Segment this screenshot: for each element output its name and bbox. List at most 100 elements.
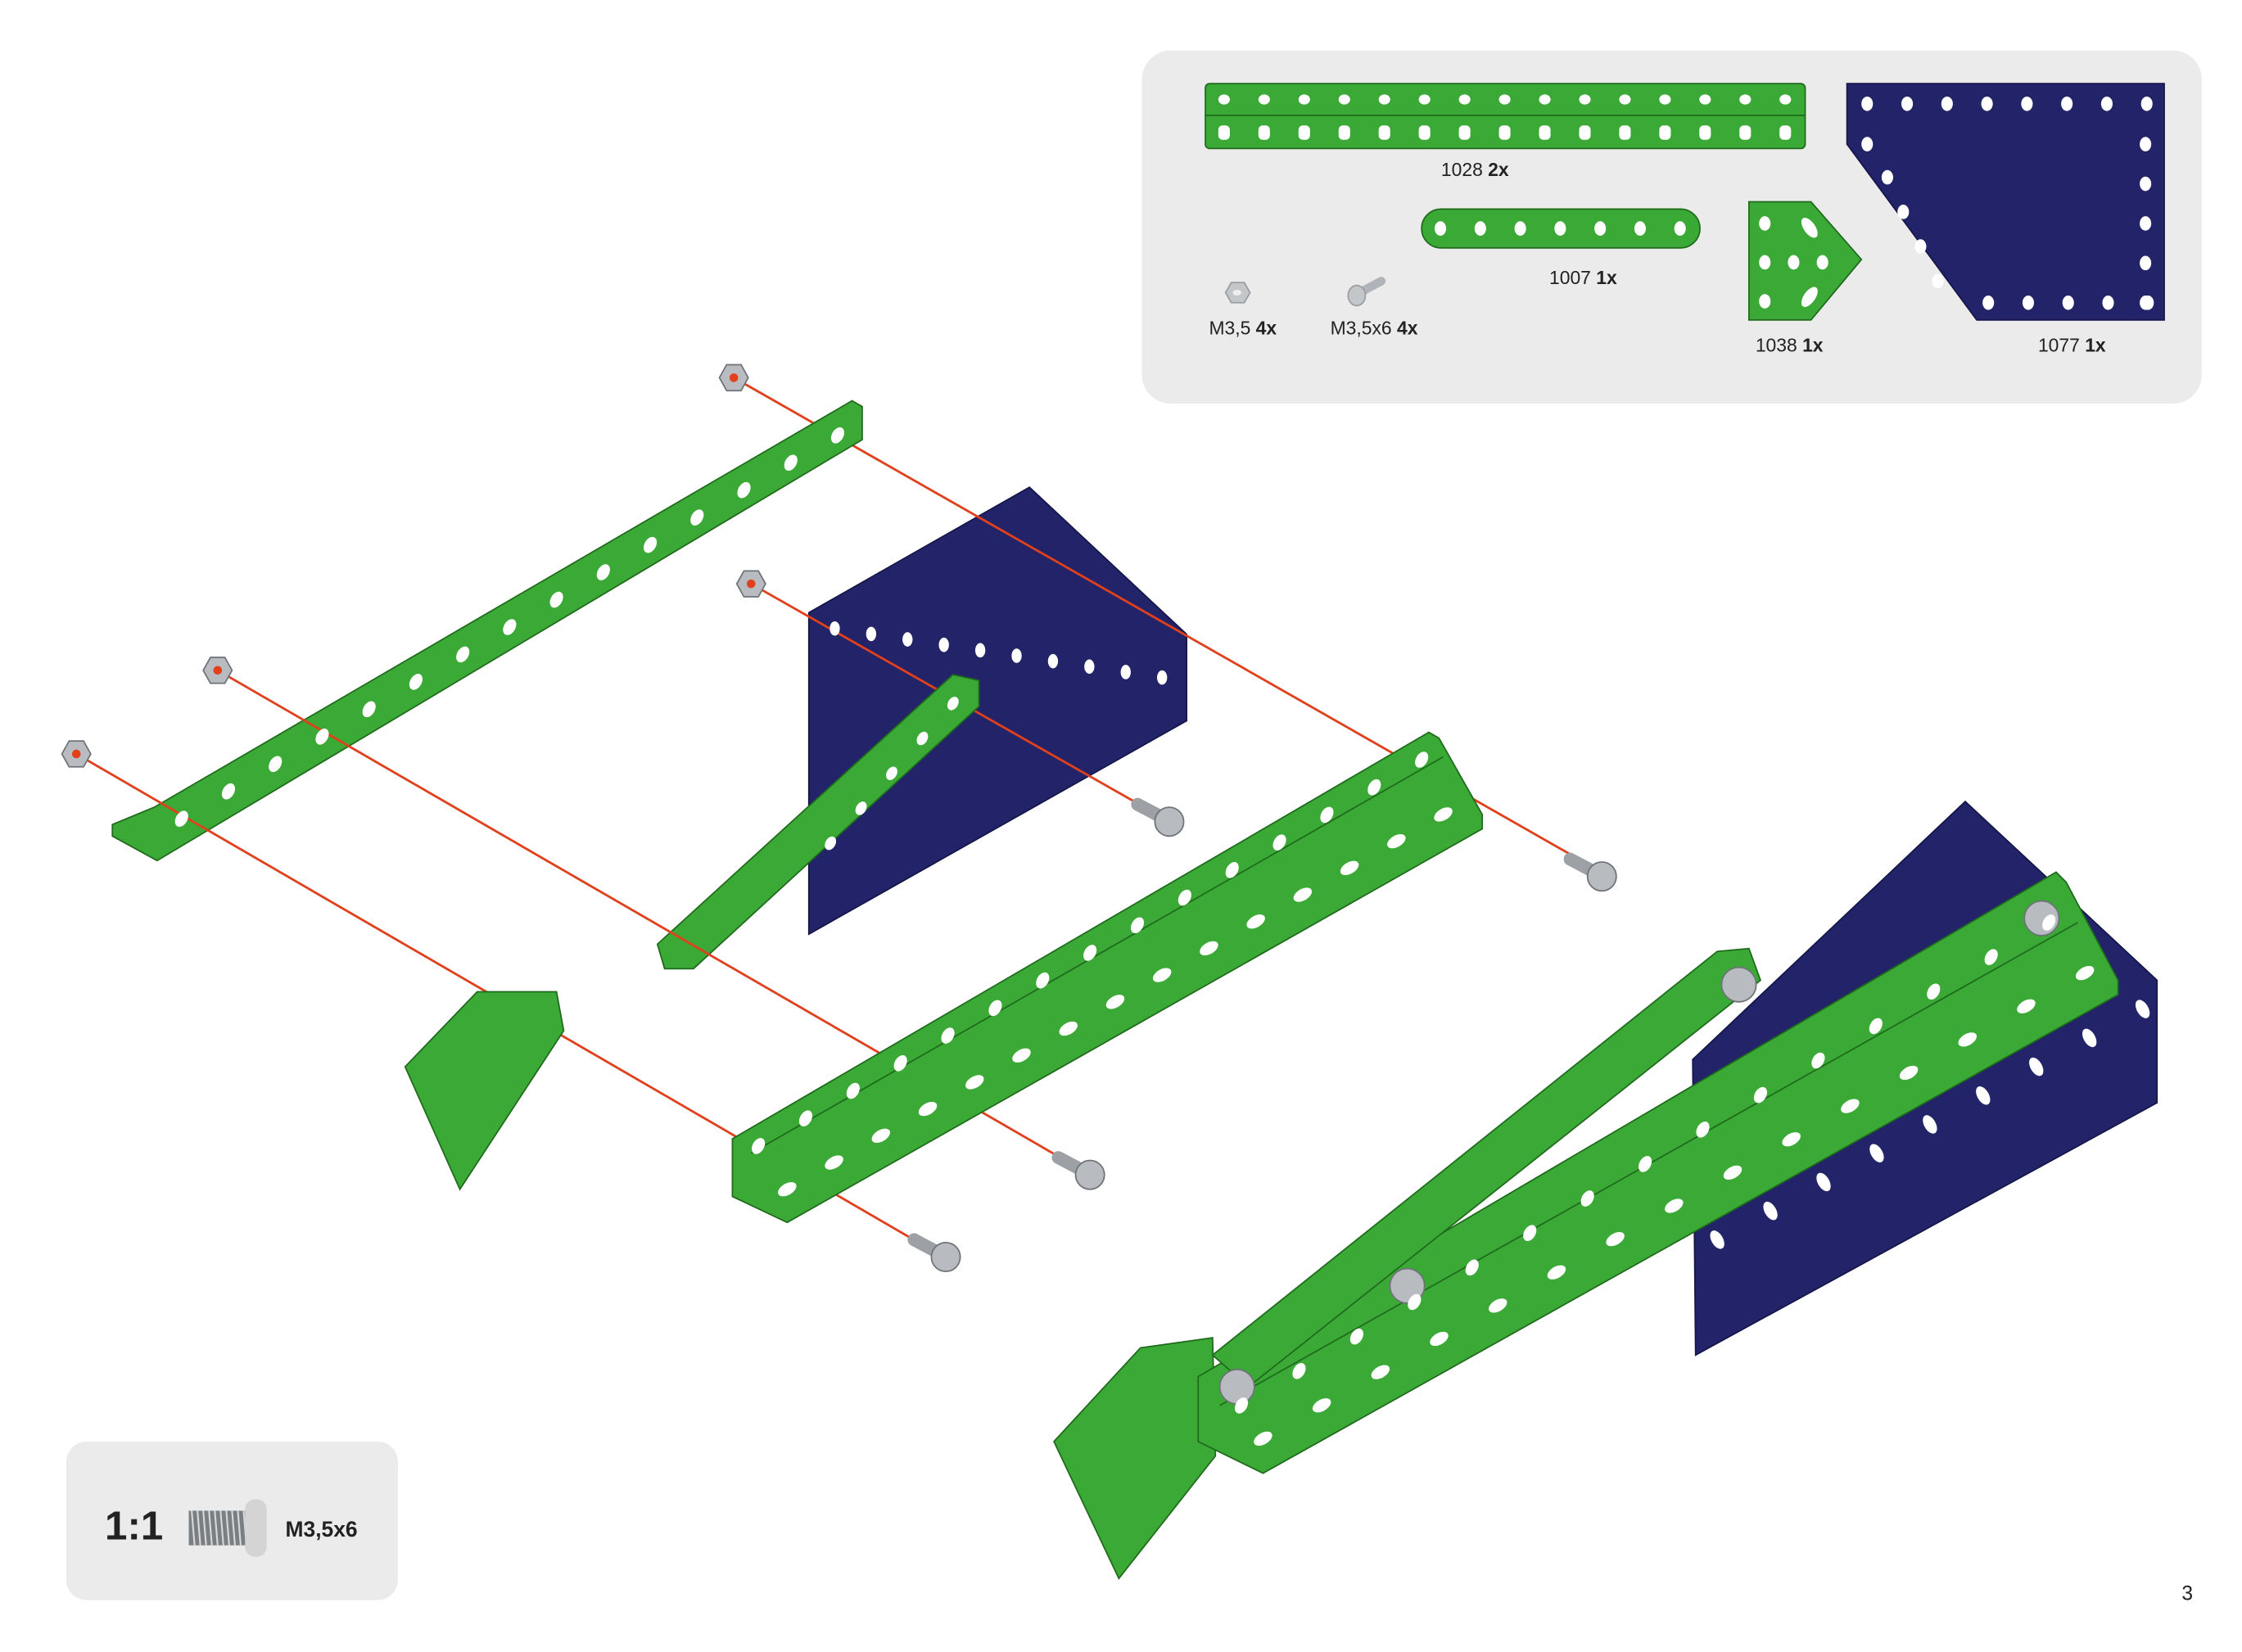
hole [1976, 1086, 1991, 1105]
hole [221, 783, 236, 800]
hole [893, 1054, 907, 1072]
hole [549, 591, 563, 608]
hole [2140, 176, 2152, 192]
hole [752, 1138, 766, 1154]
hole [846, 1082, 860, 1099]
hole [409, 674, 423, 690]
hole [1753, 1086, 1768, 1104]
hole [1488, 1298, 1507, 1313]
hole [1523, 1225, 1537, 1242]
hole [1739, 125, 1752, 140]
hole [1606, 1231, 1625, 1247]
hole [2021, 96, 2033, 111]
hole [1218, 94, 1230, 105]
hole [916, 731, 929, 746]
hole [1415, 752, 1429, 768]
part-1038-image [1747, 201, 1863, 321]
parts-list-panel: 1028 2x 1077 1x 1007 1x 1038 1x M3,5 4x [1141, 50, 2202, 404]
hole [1579, 125, 1591, 140]
hole [1430, 1331, 1449, 1347]
hole [1869, 1144, 1884, 1162]
part-1007-label: 1007 1x [1549, 267, 1617, 288]
hole [1816, 1172, 1831, 1192]
hole [1514, 221, 1526, 236]
part-1038-label: 1038 1x [1756, 335, 1824, 356]
hole [2061, 96, 2073, 111]
hole [2029, 1057, 2044, 1077]
hole [1258, 125, 1270, 140]
bolt-icon [930, 1242, 961, 1273]
hole [174, 810, 188, 827]
hole [1779, 94, 1792, 105]
assembled-girder [1197, 871, 2119, 1474]
hole [1498, 125, 1511, 140]
hole [1434, 807, 1453, 822]
hole [1338, 125, 1350, 140]
hole [1619, 94, 1631, 105]
hole [1539, 94, 1551, 105]
hole [886, 766, 897, 780]
hole [737, 481, 751, 499]
bracket-1038 [404, 991, 565, 1191]
hole [1218, 125, 1230, 140]
scale-box: 1:1 M3,5x6 [66, 1441, 398, 1600]
angle-girder-1028 [731, 731, 1483, 1224]
hole [690, 509, 704, 526]
hole [1312, 1398, 1331, 1413]
nut-hole [71, 749, 81, 759]
thread-line [231, 1510, 236, 1546]
nut-hole [213, 666, 223, 675]
hole [643, 536, 658, 553]
hole [1105, 995, 1125, 1009]
hole [1084, 659, 1095, 675]
hole [2102, 295, 2114, 310]
strip-1007 [656, 674, 980, 970]
hole [1982, 295, 1995, 310]
hole [1941, 96, 1953, 111]
hole [1981, 96, 1993, 111]
hole [1869, 1018, 1883, 1035]
hole [2042, 914, 2056, 931]
hole [866, 626, 877, 642]
hole [1408, 1293, 1422, 1311]
hole [1579, 94, 1591, 105]
bolt-icon [1154, 806, 1185, 837]
hole [1225, 862, 1239, 878]
part-1028-label: 1028 2x [1441, 159, 1509, 180]
hole [1338, 94, 1350, 105]
hole [798, 1110, 813, 1127]
page-number: 3 [2181, 1583, 2193, 1605]
hole [2140, 96, 2153, 111]
hole [2100, 96, 2113, 111]
part-1028-image [1205, 83, 1806, 150]
hole [2135, 1000, 2150, 1018]
hole [1634, 221, 1646, 236]
hole [1320, 806, 1334, 824]
hole [1659, 125, 1671, 140]
hole [1387, 833, 1406, 849]
hole [1378, 94, 1390, 105]
hole [1580, 1190, 1594, 1207]
bolt-icon [1347, 277, 1386, 307]
thread-line [219, 1510, 224, 1546]
bolt-icon [1074, 1159, 1105, 1190]
bolt-label: M3,5x6 4x [1331, 318, 1418, 339]
hole [596, 564, 610, 580]
hole [1901, 96, 1914, 111]
bolt-scale-label: M3,5x6 [286, 1517, 358, 1541]
thread-line [237, 1510, 242, 1546]
nut-hole [747, 579, 756, 589]
part-1007-image [1421, 208, 1701, 249]
hole [825, 1155, 843, 1170]
hole [830, 427, 845, 444]
hole [1298, 94, 1310, 105]
hole [1254, 1431, 1272, 1447]
hole [1130, 917, 1145, 934]
assembled-bracket [1053, 1337, 1217, 1580]
hole [1178, 889, 1191, 906]
hole [1927, 983, 1941, 1000]
hole [1234, 1397, 1249, 1414]
part-1077-label: 1077 1x [2038, 335, 2106, 356]
hole [1723, 1165, 1743, 1180]
